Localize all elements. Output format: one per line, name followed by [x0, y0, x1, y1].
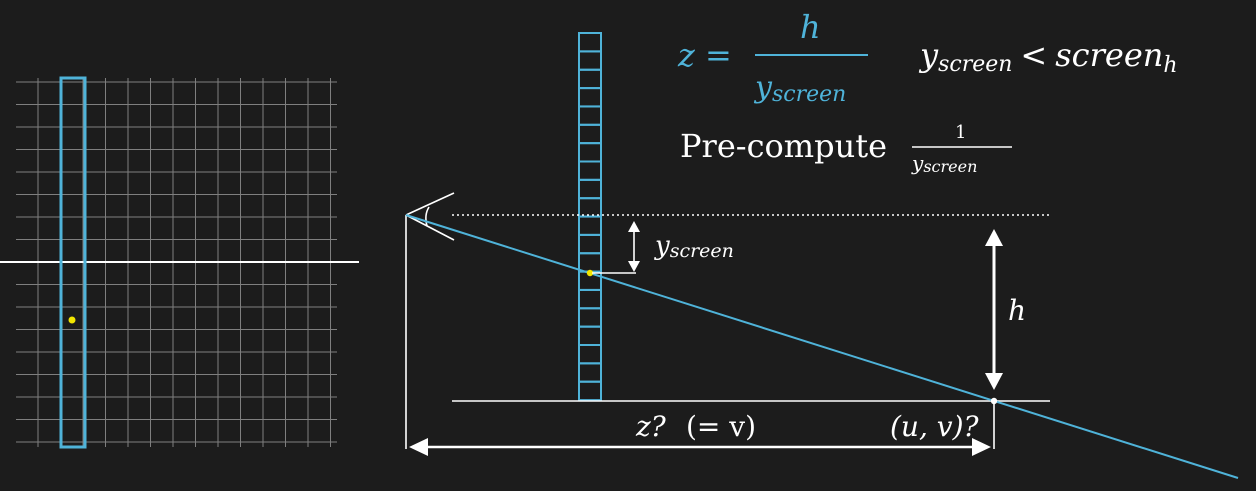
precompute-label: Pre-compute [680, 127, 887, 165]
svg-text:yscreen: yscreen [911, 151, 977, 176]
pixel-column [578, 32, 602, 402]
pixel-cell [578, 178, 602, 200]
pixel-cell [578, 344, 602, 365]
pixel-cell [578, 325, 602, 347]
y-screen-base: y [654, 231, 670, 261]
svg-text:yscreen: yscreen [753, 70, 846, 107]
precompute-denominator-base: y [911, 151, 924, 175]
pixel-cell [578, 160, 602, 181]
pixel-cell [578, 123, 602, 145]
precompute-numerator: 1 [955, 122, 966, 143]
pixel-cell [578, 105, 602, 126]
precompute-text: Pre-compute 1 yscreen [680, 122, 1012, 176]
pixel-cell [578, 307, 602, 328]
pixel-cell [578, 252, 602, 273]
pixel-cell [578, 87, 602, 108]
uv-label: (u, v)? [890, 410, 980, 443]
pixel-cell [578, 288, 602, 310]
formula-numerator: h [800, 8, 821, 46]
formula-denominator-sub: screen [772, 82, 846, 107]
formula-denominator-base: y [753, 70, 773, 105]
h-arrow [985, 229, 1003, 390]
view-ray [405, 214, 1239, 479]
y-screen-label: yscreen [654, 231, 734, 262]
screen-column-highlight [59, 76, 87, 449]
condition-base: y [918, 36, 939, 74]
pixel-cell [578, 215, 602, 236]
pixel-cell [578, 380, 602, 402]
pixel-cell [578, 197, 602, 218]
pixel-cell [578, 142, 602, 163]
pixel-cell [578, 362, 602, 383]
z-formula: z = h yscreen [677, 8, 868, 107]
condition-rhs-base: screen [1055, 36, 1163, 74]
y-screen-arrow [592, 221, 640, 274]
condition-rhs-sub: h [1163, 53, 1177, 78]
condition-sub: screen [938, 52, 1012, 77]
z-question-label: z? [635, 410, 667, 443]
eye-icon [405, 192, 455, 241]
condition-text: yscreen<screenh [918, 36, 1178, 78]
h-label: h [1008, 294, 1026, 327]
formula-lhs: z = [677, 36, 732, 74]
condition-op: < [1020, 36, 1047, 74]
pixel-cell [578, 68, 602, 90]
ray-screen-intersection [586, 269, 594, 277]
pixel-cell [578, 233, 602, 255]
distance-arrow [409, 401, 995, 456]
pixel-point [68, 316, 76, 324]
pixel-cell [578, 50, 602, 71]
pixel-cell [578, 32, 602, 53]
precompute-denominator-sub: screen [923, 157, 977, 176]
y-screen-sub: screen [670, 240, 734, 262]
z-paren-label: (= v) [686, 410, 756, 443]
